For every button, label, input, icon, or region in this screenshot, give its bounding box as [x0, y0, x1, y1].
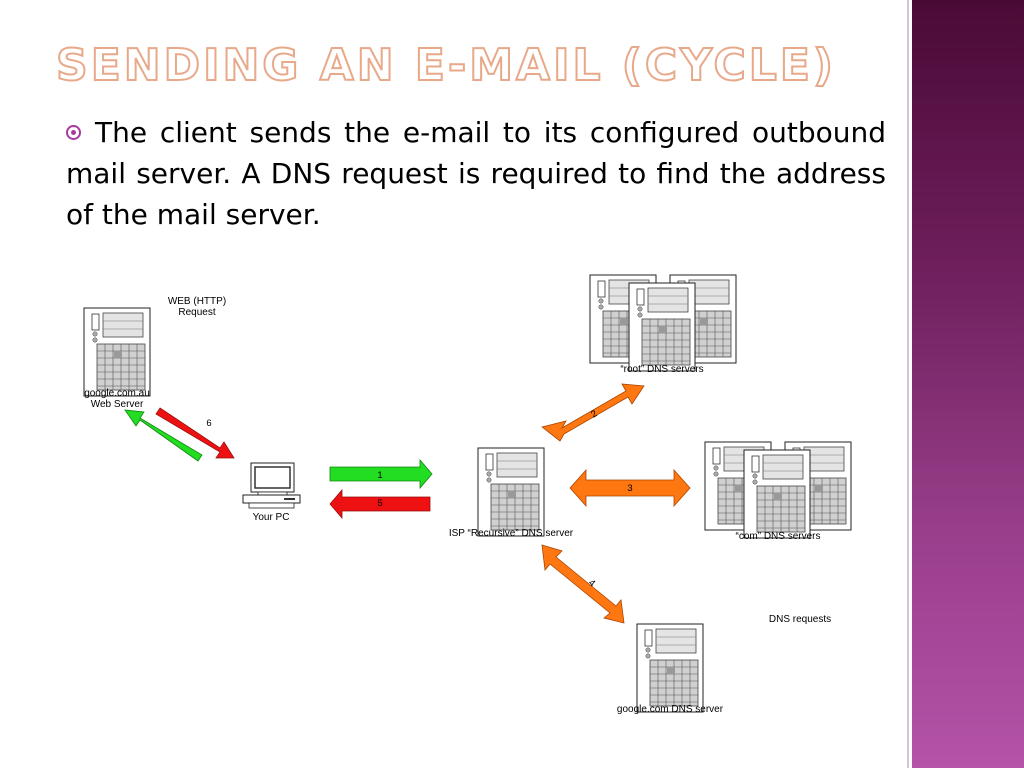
google-dns-server-label: google.com DNS server	[617, 704, 724, 715]
step-3-arrow	[569, 468, 691, 508]
step-1-label: 1	[377, 470, 382, 481]
step-2-label: 2	[589, 408, 599, 420]
step-6-request-arrow	[124, 409, 203, 462]
step-5-label: 5	[377, 498, 382, 509]
step-1-arrow	[329, 458, 433, 490]
isp-dns-server-icon	[477, 447, 545, 537]
bullet-text: The client sends the e-mail to its confi…	[66, 116, 886, 231]
pc-label: Your PC	[253, 512, 290, 523]
web-server-icon	[83, 307, 151, 397]
com-dns-servers-label: “com” DNS servers	[735, 531, 820, 542]
side-divider-line	[907, 0, 909, 768]
web-request-label-line2: Request	[178, 307, 215, 318]
google-dns-server-icon	[636, 623, 704, 713]
web-server-label-line2: Web Server	[91, 399, 144, 410]
step-2-arrow	[541, 383, 645, 442]
bullet-point: The client sends the e-mail to its confi…	[66, 112, 886, 235]
web-request-label-line1: WEB (HTTP)	[168, 296, 226, 307]
root-dns-servers-label: “root” DNS servers	[620, 364, 703, 375]
step-4-label: 4	[586, 577, 597, 589]
dns-diagram: WEB (HTTP) Request google.com.au Web Ser…	[83, 274, 852, 715]
slide-title: Sending an e-mail (cycle)	[55, 39, 836, 92]
isp-dns-server-label: ISP “Recursive” DNS server	[449, 528, 574, 539]
root-dns-servers-icon	[589, 274, 737, 372]
dns-requests-legend: DNS requests	[769, 614, 831, 625]
step-5-arrow	[329, 488, 431, 520]
com-dns-servers-icon	[704, 441, 852, 539]
step-4-arrow	[541, 544, 625, 624]
pc-icon	[242, 462, 301, 509]
step-3-label: 3	[627, 483, 632, 494]
web-server-label-line1: google.com.au	[84, 388, 150, 399]
step-6-response-arrow	[155, 407, 235, 459]
step-6-label: 6	[206, 418, 211, 429]
bullet-icon	[66, 125, 81, 140]
decorative-side-band	[912, 0, 1024, 768]
